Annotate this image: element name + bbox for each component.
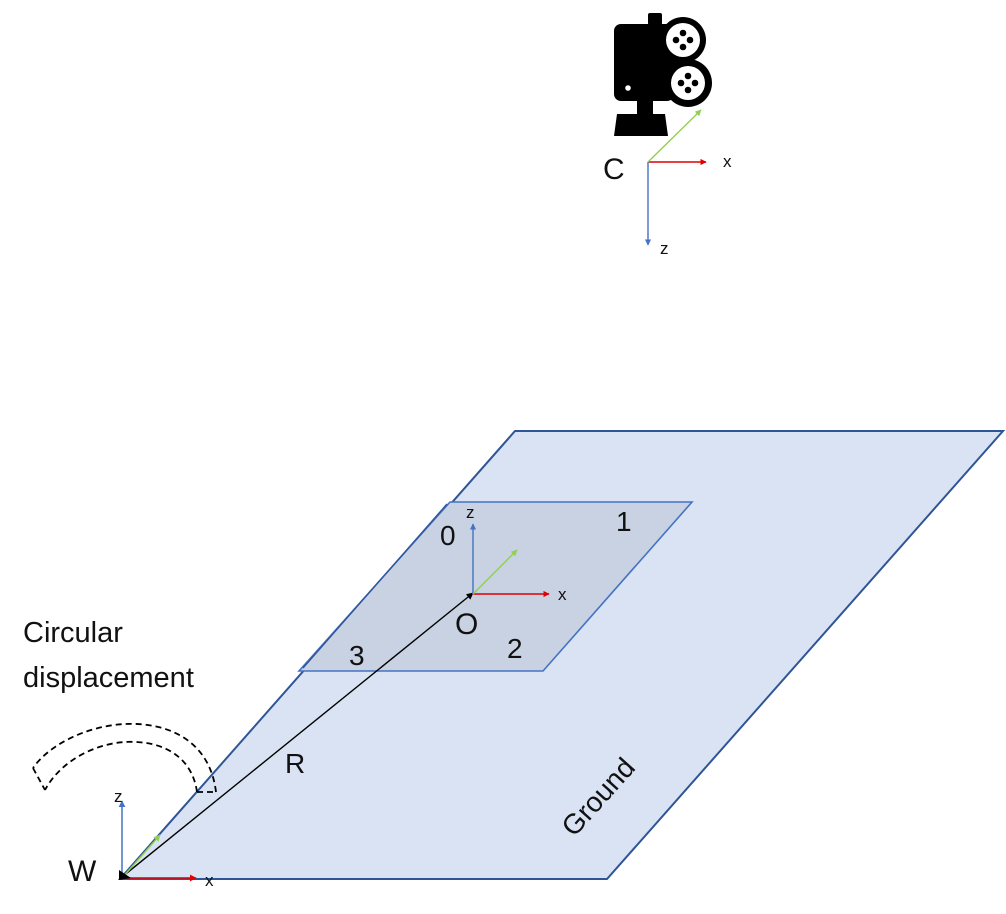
radius-label: R xyxy=(285,748,305,779)
object-z-label: z xyxy=(466,503,475,522)
camera-y-axis xyxy=(647,109,702,163)
movie-camera-icon xyxy=(614,13,712,136)
ground-plane xyxy=(117,430,1006,880)
circular-displacement-arrow xyxy=(32,723,217,793)
radius-vector xyxy=(121,592,474,878)
camera-z-label: z xyxy=(660,239,669,258)
object-x-label: x xyxy=(558,585,567,604)
world-x-label: x xyxy=(205,871,214,890)
world-z-label: z xyxy=(114,787,123,806)
camera-x-label: x xyxy=(723,152,732,171)
marker-corner-3: 3 xyxy=(349,640,365,671)
camera-frame-label: C xyxy=(603,153,625,186)
world-frame-axes xyxy=(118,800,197,882)
object-frame-label: O xyxy=(455,608,478,641)
camera-frame-axes xyxy=(644,109,707,246)
world-frame-label: W xyxy=(68,855,97,888)
caption-line-2: displacement xyxy=(23,662,194,694)
world-y-axis xyxy=(121,834,161,879)
marker-corner-2: 2 xyxy=(507,633,523,664)
marker-corner-1: 1 xyxy=(616,506,632,537)
marker-corner-0: 0 xyxy=(440,520,456,551)
caption-line-1: Circular xyxy=(23,617,123,649)
object-frame-axes xyxy=(469,523,550,598)
object-y-axis xyxy=(472,549,518,595)
world-origin-marker xyxy=(119,870,131,880)
marker-left-edge-shadow xyxy=(302,503,448,669)
